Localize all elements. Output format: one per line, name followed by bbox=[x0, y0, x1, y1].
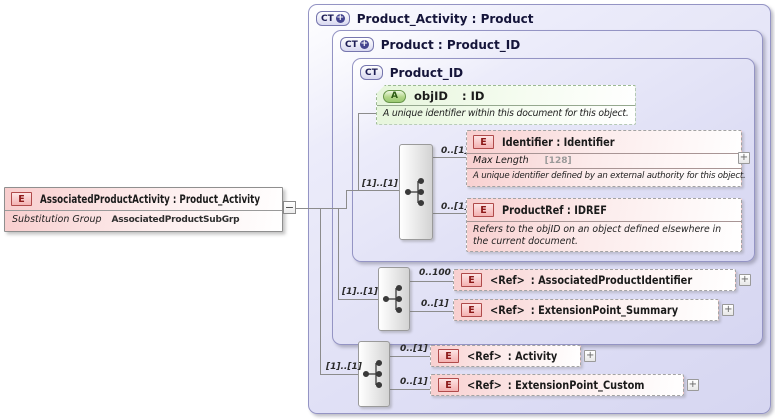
complex-type-header: CT + Product_Activity : Product bbox=[309, 5, 770, 26]
complex-type-header: CT + Product : Product_ID bbox=[333, 31, 762, 52]
element-icon: E bbox=[438, 378, 459, 392]
facet-value: [128] bbox=[544, 155, 572, 166]
connector-line bbox=[320, 208, 321, 374]
element-header: E ProductRef : IDREF bbox=[467, 199, 741, 221]
cardinality-label: 0..[1] bbox=[421, 299, 449, 309]
expand-button[interactable]: + bbox=[686, 379, 699, 391]
element-type: : ExtensionPoint_Summary bbox=[530, 303, 679, 317]
ct-badge-label: CT bbox=[321, 13, 334, 24]
derived-plus-icon: + bbox=[359, 39, 369, 49]
substitution-group-row: Substitution Group AssociatedProductSubG… bbox=[5, 210, 282, 229]
cardinality-label: [1]..[1] bbox=[362, 179, 398, 189]
connector-line bbox=[320, 374, 358, 375]
element-icon: E bbox=[438, 349, 459, 363]
cardinality-label: 0..[1] bbox=[400, 344, 428, 354]
connector-line bbox=[390, 356, 430, 357]
cardinality-label: 0..[1] bbox=[400, 377, 428, 387]
collapse-toggle[interactable]: − bbox=[283, 201, 296, 214]
element-name: <Ref> bbox=[490, 303, 525, 317]
complex-type-icon: CT + bbox=[316, 11, 350, 26]
connector-line bbox=[433, 213, 466, 214]
connector-line bbox=[338, 208, 339, 299]
connector-line bbox=[358, 113, 377, 114]
ct-badge-label: CT bbox=[365, 67, 378, 78]
element-row: E <Ref> : ExtensionPoint_Custom + bbox=[430, 374, 699, 396]
element-name: <Ref> bbox=[490, 273, 525, 287]
element-annotation: Refers to the objID on an object defined… bbox=[467, 221, 741, 251]
element-icon: E bbox=[473, 135, 494, 149]
attribute-annotation: A unique identifier within this document… bbox=[377, 105, 635, 124]
connector-line bbox=[338, 299, 378, 300]
connector-line bbox=[390, 389, 430, 390]
cardinality-label: 0..[1] bbox=[441, 202, 469, 212]
cardinality-label: [1]..[1] bbox=[342, 287, 378, 297]
expand-button[interactable]: + bbox=[738, 152, 750, 164]
element-icon: E bbox=[473, 203, 494, 217]
substitution-group-value: AssociatedProductSubGrp bbox=[111, 215, 240, 225]
connector-line bbox=[410, 281, 453, 282]
expand-button[interactable]: + bbox=[584, 350, 597, 362]
element-icon: E bbox=[461, 273, 482, 287]
connector-line bbox=[346, 190, 399, 191]
element-title: AssociatedProductActivity : Product_Acti… bbox=[40, 192, 261, 206]
element-header: E <Ref> : Activity bbox=[431, 346, 580, 366]
sequence-compositor-icon bbox=[358, 341, 390, 407]
element-identifier[interactable]: E Identifier : Identifier Max Length [12… bbox=[466, 130, 746, 187]
element-name: <Ref> bbox=[467, 378, 502, 392]
element-ref-extension-point-custom[interactable]: E <Ref> : ExtensionPoint_Custom bbox=[430, 374, 684, 396]
complex-type-icon: CT + bbox=[340, 37, 374, 52]
element-header: E <Ref> : ExtensionPoint_Summary bbox=[454, 300, 718, 320]
attribute-type: : ID bbox=[462, 89, 485, 103]
element-icon: E bbox=[461, 303, 482, 317]
connector-line bbox=[296, 208, 347, 209]
element-associated-product-activity[interactable]: E AssociatedProductActivity : Product_Ac… bbox=[4, 187, 283, 232]
element-product-ref[interactable]: E ProductRef : IDREF Refers to the objID… bbox=[466, 198, 742, 253]
facet-label: Max Length bbox=[473, 155, 529, 166]
cardinality-label: [1]..[1] bbox=[326, 362, 362, 372]
container-title: Product : Product_ID bbox=[380, 37, 521, 52]
expand-button[interactable]: + bbox=[722, 304, 735, 316]
connector-line bbox=[358, 113, 359, 191]
element-title: ProductRef : IDREF bbox=[502, 203, 607, 217]
element-ref-activity[interactable]: E <Ref> : Activity bbox=[430, 345, 582, 367]
element-title: Identifier : Identifier bbox=[502, 135, 615, 149]
attribute-icon: A bbox=[383, 89, 406, 103]
element-header: E AssociatedProductActivity : Product_Ac… bbox=[5, 188, 282, 210]
connector-line bbox=[346, 190, 347, 209]
derived-plus-icon: + bbox=[335, 13, 345, 23]
attribute-objid[interactable]: A objID : ID A unique identifier within t… bbox=[376, 85, 636, 125]
container-title: Product_ID bbox=[389, 65, 464, 80]
sequence-compositor-icon bbox=[378, 267, 410, 331]
element-ref-associated-product-identifier[interactable]: E <Ref> : AssociatedProductIdentifier bbox=[453, 269, 736, 291]
element-header: E <Ref> : AssociatedProductIdentifier bbox=[454, 270, 735, 290]
element-type: : Activity bbox=[507, 349, 558, 363]
attribute-header: A objID : ID bbox=[377, 86, 635, 105]
substitution-group-label: Substitution Group bbox=[12, 214, 102, 225]
element-ref-extension-point-summary[interactable]: E <Ref> : ExtensionPoint_Summary bbox=[453, 299, 720, 321]
cardinality-label: 0..100 bbox=[419, 268, 451, 278]
element-row: E <Ref> : AssociatedProductIdentifier + bbox=[453, 269, 751, 291]
expand-button[interactable]: + bbox=[738, 274, 751, 286]
element-type: : ExtensionPoint_Custom bbox=[507, 378, 645, 392]
complex-type-header: CT Product_ID bbox=[353, 59, 754, 80]
facet-row: Max Length [128] bbox=[467, 153, 741, 168]
connector-line bbox=[410, 311, 453, 312]
container-title: Product_Activity : Product bbox=[356, 11, 534, 26]
element-type: : AssociatedProductIdentifier bbox=[530, 273, 693, 287]
element-name: <Ref> bbox=[467, 349, 502, 363]
complex-type-icon: CT bbox=[360, 65, 383, 80]
element-header: E <Ref> : ExtensionPoint_Custom bbox=[431, 375, 683, 395]
connector-line bbox=[433, 157, 466, 158]
cardinality-label: 0..[1] bbox=[441, 146, 469, 156]
element-annotation: A unique identifier defined by an extern… bbox=[467, 168, 746, 186]
element-header: E Identifier : Identifier bbox=[467, 131, 741, 153]
element-row: E <Ref> : ExtensionPoint_Summary + bbox=[453, 299, 735, 321]
element-row: E <Ref> : Activity + bbox=[430, 345, 597, 367]
element-icon: E bbox=[11, 192, 32, 206]
sequence-compositor-icon bbox=[399, 144, 433, 240]
attribute-name: objID bbox=[414, 89, 448, 103]
ct-badge-label: CT bbox=[345, 39, 358, 50]
